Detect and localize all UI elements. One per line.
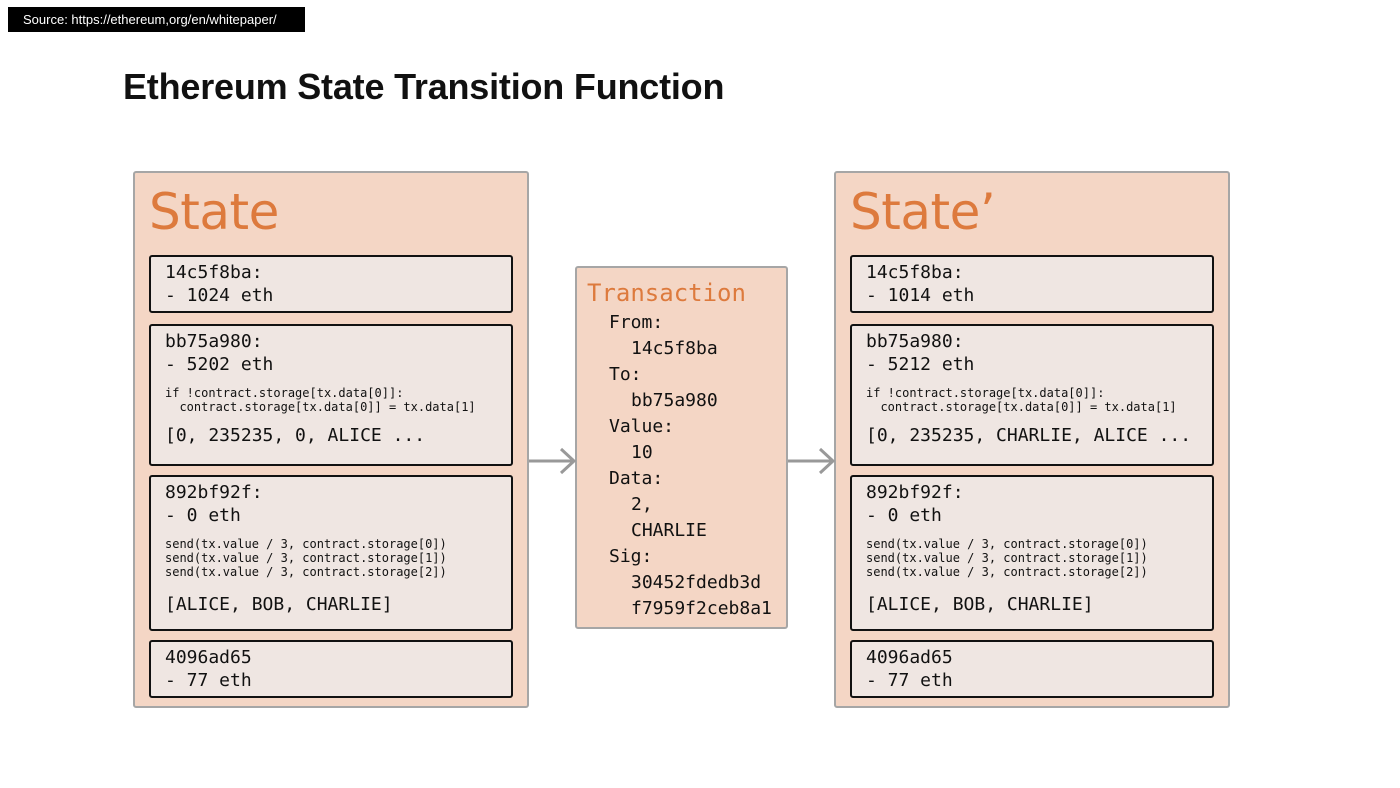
contract-code-line: contract.storage[tx.data[0]] = tx.data[1… [866, 400, 1177, 414]
tx-from-value: 14c5f8ba [631, 338, 718, 359]
contract-code-line: send(tx.value / 3, contract.storage[0]) [165, 537, 447, 551]
arrow-state-to-transaction [529, 447, 577, 475]
account-address: bb75a980: [165, 331, 263, 352]
tx-sig-label: Sig: [609, 546, 653, 567]
account-box-bb75a980: bb75a980: - 5202 eth if !contract.storag… [149, 324, 513, 466]
account-box-14c5f8ba: 14c5f8ba: - 1014 eth [850, 255, 1214, 313]
page-title: Ethereum State Transition Function [123, 66, 725, 107]
tx-from-label: From: [609, 312, 664, 333]
account-balance: - 5212 eth [866, 354, 975, 375]
contract-code-line: send(tx.value / 3, contract.storage[1]) [866, 551, 1148, 565]
account-balance: - 77 eth [866, 670, 953, 691]
account-balance: - 1024 eth [165, 285, 274, 306]
state-after-title: State’ [850, 183, 996, 241]
state-before-panel: State 14c5f8ba: - 1024 eth bb75a980: - 5… [133, 171, 529, 708]
contract-code-line: send(tx.value / 3, contract.storage[1]) [165, 551, 447, 565]
account-box-4096ad65: 4096ad65 - 77 eth [850, 640, 1214, 698]
account-address: 14c5f8ba: [165, 262, 263, 283]
tx-data-value: 2, [631, 494, 653, 515]
tx-data-value: CHARLIE [631, 520, 707, 541]
account-box-bb75a980: bb75a980: - 5212 eth if !contract.storag… [850, 324, 1214, 466]
contract-code-line: send(tx.value / 3, contract.storage[0]) [866, 537, 1148, 551]
contract-storage: [ALICE, BOB, CHARLIE] [165, 594, 393, 615]
contract-storage: [ALICE, BOB, CHARLIE] [866, 594, 1094, 615]
contract-storage: [0, 235235, CHARLIE, ALICE ... [866, 425, 1192, 446]
arrow-transaction-to-state-prime [788, 447, 836, 475]
account-address: 892bf92f: [165, 482, 263, 503]
account-address: bb75a980: [866, 331, 964, 352]
transaction-fields: From: 14c5f8ba To: bb75a980 Value: 10 Da… [609, 310, 772, 622]
account-box-14c5f8ba: 14c5f8ba: - 1024 eth [149, 255, 513, 313]
source-label: Source: https://ethereum,org/en/whitepap… [8, 7, 305, 32]
account-box-4096ad65: 4096ad65 - 77 eth [149, 640, 513, 698]
account-balance: - 0 eth [866, 505, 942, 526]
account-balance: - 5202 eth [165, 354, 274, 375]
account-address: 14c5f8ba: [866, 262, 964, 283]
account-balance: - 0 eth [165, 505, 241, 526]
contract-code-line: send(tx.value / 3, contract.storage[2]) [165, 565, 447, 579]
account-box-892bf92f: 892bf92f: - 0 eth send(tx.value / 3, con… [149, 475, 513, 631]
contract-storage: [0, 235235, 0, ALICE ... [165, 425, 426, 446]
account-address: 4096ad65 [866, 647, 953, 668]
tx-to-value: bb75a980 [631, 390, 718, 411]
tx-data-label: Data: [609, 468, 664, 489]
account-box-892bf92f: 892bf92f: - 0 eth send(tx.value / 3, con… [850, 475, 1214, 631]
state-before-title: State [149, 183, 279, 241]
transaction-title: Transaction [587, 279, 746, 307]
tx-value-value: 10 [631, 442, 653, 463]
account-balance: - 1014 eth [866, 285, 975, 306]
contract-code-line: if !contract.storage[tx.data[0]]: [165, 386, 404, 400]
account-address: 892bf92f: [866, 482, 964, 503]
tx-sig-value: f7959f2ceb8a1 [631, 598, 772, 619]
account-address: 4096ad65 [165, 647, 252, 668]
account-balance: - 77 eth [165, 670, 252, 691]
tx-to-label: To: [609, 364, 642, 385]
contract-code-line: contract.storage[tx.data[0]] = tx.data[1… [165, 400, 476, 414]
transaction-panel: Transaction From: 14c5f8ba To: bb75a980 … [575, 266, 788, 629]
tx-sig-value: 30452fdedb3d [631, 572, 762, 593]
state-after-panel: State’ 14c5f8ba: - 1014 eth bb75a980: - … [834, 171, 1230, 708]
contract-code-line: send(tx.value / 3, contract.storage[2]) [866, 565, 1148, 579]
tx-value-label: Value: [609, 416, 675, 437]
contract-code-line: if !contract.storage[tx.data[0]]: [866, 386, 1105, 400]
